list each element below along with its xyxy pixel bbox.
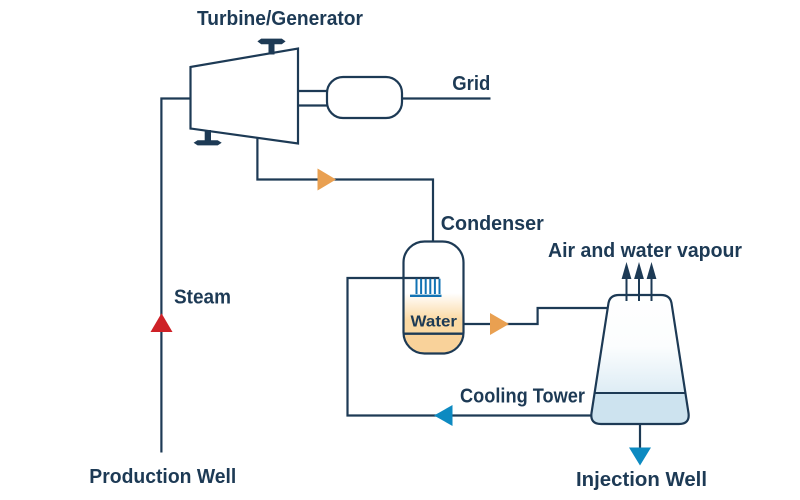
svg-text:Turbine/Generator: Turbine/Generator: [197, 8, 363, 30]
svg-text:Production Well: Production Well: [89, 466, 236, 488]
svg-text:Air and water vapour: Air and water vapour: [548, 240, 742, 262]
svg-text:Condenser: Condenser: [441, 213, 544, 235]
svg-text:Water: Water: [411, 314, 458, 331]
svg-text:Cooling Tower: Cooling Tower: [460, 386, 585, 408]
svg-text:Steam: Steam: [174, 287, 231, 309]
svg-text:Grid: Grid: [452, 73, 490, 95]
svg-text:Injection Well: Injection Well: [576, 469, 707, 491]
